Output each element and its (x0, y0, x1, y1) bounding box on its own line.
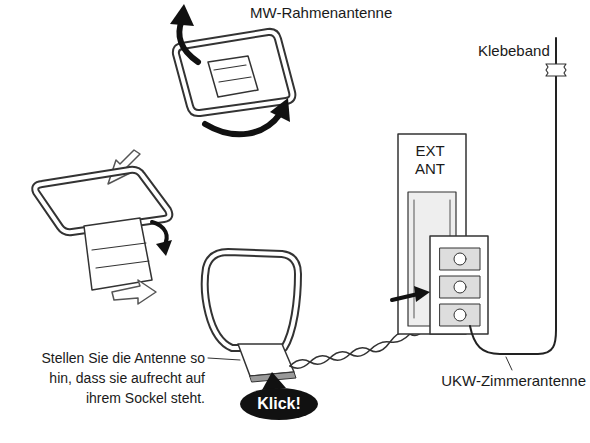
loop-antenna-label: MW-Rahmenantenne (250, 4, 392, 22)
fm-antenna-label: UKW-Zimmerantenne (441, 372, 586, 390)
badge-text: Klick! (239, 394, 319, 414)
click-badge: Klick! (239, 387, 319, 421)
tape-label: Klebeband (478, 42, 550, 60)
instruction-note: Stellen Sie die Antenne so hin, dass sie… (25, 348, 205, 408)
terminal-label: EXT ANT (410, 142, 450, 178)
